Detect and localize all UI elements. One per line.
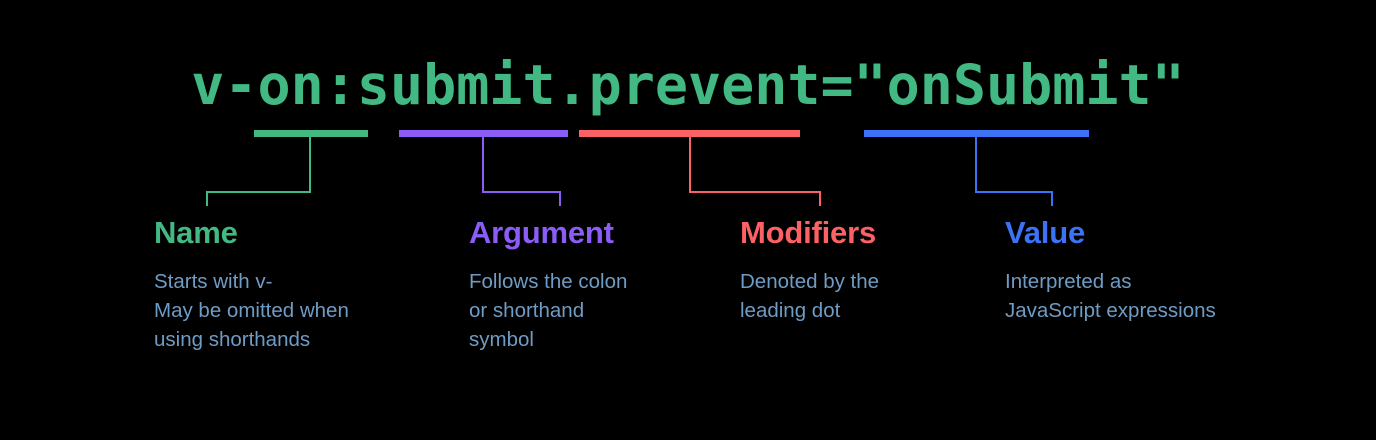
- segment-description-modifiers: Denoted by the leading dot: [740, 269, 880, 322]
- segment-underline-name: [254, 130, 368, 137]
- segment-elbow-argument: [482, 137, 561, 206]
- segment-underline-modifiers: [579, 130, 800, 137]
- segment-elbow-value: [975, 137, 1053, 206]
- segment-description-value: Interpreted as JavaScript expressions: [1005, 269, 1216, 322]
- segment-description-argument: Follows the colon or shorthand symbol: [469, 269, 628, 351]
- segment-column-modifiers: Modifiers Denoted by the leading dot: [740, 215, 980, 325]
- connector-argument: [399, 130, 568, 206]
- segment-underline-argument: [399, 130, 568, 137]
- segment-title-value: Value: [1005, 215, 1085, 250]
- segment-elbow-modifiers: [689, 137, 821, 206]
- segment-column-value: Value Interpreted as JavaScript expressi…: [1005, 215, 1315, 325]
- segment-column-name: Name Starts with v- May be omitted when …: [154, 215, 454, 354]
- segment-title-name: Name: [154, 215, 238, 250]
- directive-code-expression: v-on:submit.prevent="onSubmit": [191, 53, 1185, 117]
- segment-title-modifiers: Modifiers: [740, 215, 876, 250]
- segment-column-argument: Argument Follows the colon or shorthand …: [469, 215, 719, 354]
- segment-description-name: Starts with v- May be omitted when using…: [154, 269, 349, 351]
- connector-value: [864, 130, 1089, 206]
- connector-name: [206, 130, 368, 206]
- segment-title-argument: Argument: [469, 215, 614, 250]
- segment-elbow-name: [206, 137, 311, 206]
- segment-underline-value: [864, 130, 1089, 137]
- connector-modifiers: [579, 130, 821, 206]
